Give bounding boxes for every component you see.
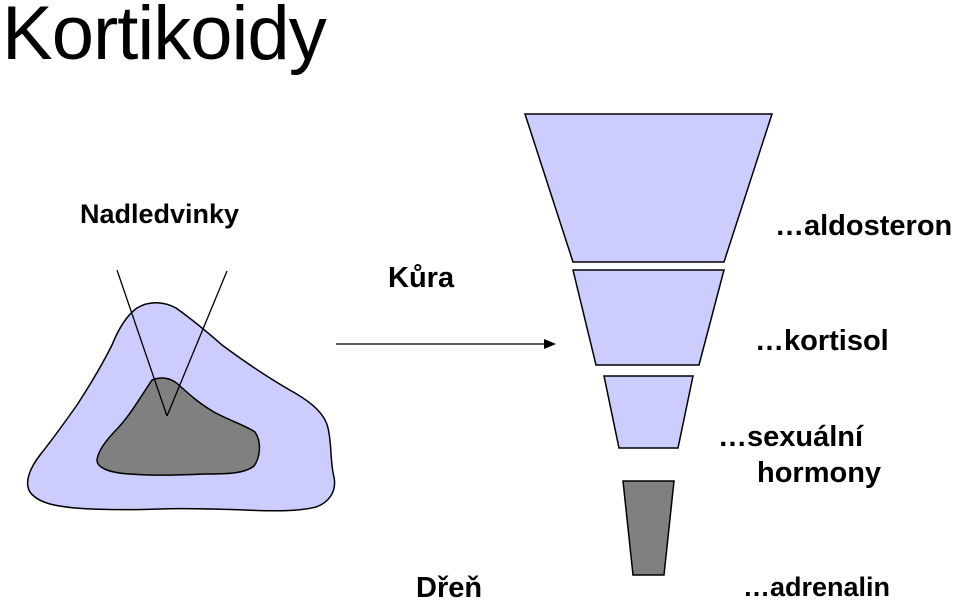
adrenal-label: Nadledvinky bbox=[80, 199, 239, 230]
layer-zona-reticularis bbox=[604, 376, 693, 448]
sex-hormones-label-line1: …sexuální bbox=[718, 421, 863, 454]
adrenaline-label: …adrenalin bbox=[743, 572, 890, 603]
layer-zona-fasciculata bbox=[573, 270, 724, 365]
aldosterone-label: …aldosteron bbox=[775, 210, 952, 243]
layer-medulla bbox=[623, 481, 674, 575]
cortisol-label: …kortisol bbox=[755, 325, 889, 358]
sex-hormones-label-line2: hormony bbox=[757, 457, 881, 490]
medulla-label: Dřeň bbox=[416, 572, 482, 605]
arrow-head-icon bbox=[544, 339, 556, 349]
layer-zona-glomerulosa bbox=[525, 114, 772, 262]
cortex-label: Kůra bbox=[388, 262, 454, 295]
